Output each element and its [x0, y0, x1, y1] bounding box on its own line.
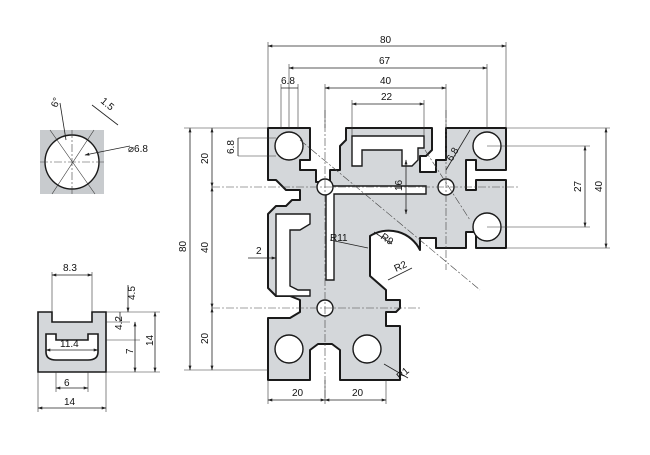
- slot-6-8-diag-leader: [445, 129, 471, 171]
- slot-bottom-width-label: 6: [64, 378, 70, 389]
- r9-label: R9: [378, 231, 395, 248]
- slot-depth-7-label: 7: [125, 348, 136, 354]
- overall-height-label: 80: [178, 240, 189, 252]
- height-27-label: 27: [573, 180, 584, 192]
- width-40-label: 40: [380, 76, 392, 87]
- bolt-hole-bottom-right: [352, 334, 382, 364]
- slot-22-label: 22: [381, 92, 393, 103]
- r1-leader: [383, 363, 409, 379]
- height-16-label: 16: [394, 179, 405, 191]
- hole-radial-line-2: [51, 129, 95, 195]
- r2-label: R2: [393, 259, 410, 275]
- bottom-20-left-label: 20: [292, 388, 304, 399]
- bottom-20-right-label: 20: [352, 388, 364, 399]
- bolt-hole-top-left: [274, 131, 304, 161]
- width-1-5-label: 1.5: [98, 96, 116, 114]
- hole-radial-line: [49, 129, 96, 195]
- slot-overall-width-label: 14: [64, 397, 76, 408]
- slot-width-leader: [91, 104, 119, 126]
- slot-6-8-top-label: 6.8: [281, 76, 295, 87]
- slot-inner-width-label: 11.4: [60, 339, 79, 350]
- diameter-leader: [84, 145, 131, 156]
- r2-leader: [387, 267, 413, 281]
- center-groove: [325, 185, 427, 281]
- profile-outline: [267, 127, 507, 381]
- r11-leader: [329, 239, 369, 249]
- height-20-bottom-label: 20: [200, 332, 211, 344]
- diameter-label: ⌀6.8: [128, 144, 148, 155]
- wall-2-label: 2: [256, 246, 262, 257]
- main-profile-view: 80 67 6.8 40 22 80 20 40 20 6.8 2: [178, 35, 610, 404]
- hole-detail-view: 6° 1.5 ⌀6.8: [40, 96, 148, 195]
- left-cavity: [275, 213, 311, 297]
- height-40-label: 40: [200, 241, 211, 253]
- width-67-label: 67: [379, 56, 391, 67]
- centerline-diagonal: [299, 139, 481, 291]
- slot-top-width-label: 8.3: [63, 263, 77, 274]
- angle-leader: [59, 102, 67, 141]
- r9-leader: [373, 231, 393, 245]
- r11-label: R11: [330, 233, 348, 244]
- slot-depth-4-5-label: 4.5: [127, 286, 138, 300]
- slot-depth-14-label: 14: [145, 334, 156, 346]
- slot-detail-view: 8.3 11.4 6 14 4.5 4.2 7 14: [37, 263, 160, 412]
- slot-6-8-left-label: 6.8: [226, 140, 237, 154]
- slot-depth-4-2-label: 4.2: [114, 316, 125, 330]
- overall-width-label: 80: [380, 35, 392, 46]
- height-40-right-label: 40: [594, 180, 605, 192]
- angle-6-label: 6°: [49, 96, 63, 109]
- bolt-hole-bottom-left: [274, 334, 304, 364]
- height-20-top-label: 20: [200, 152, 211, 164]
